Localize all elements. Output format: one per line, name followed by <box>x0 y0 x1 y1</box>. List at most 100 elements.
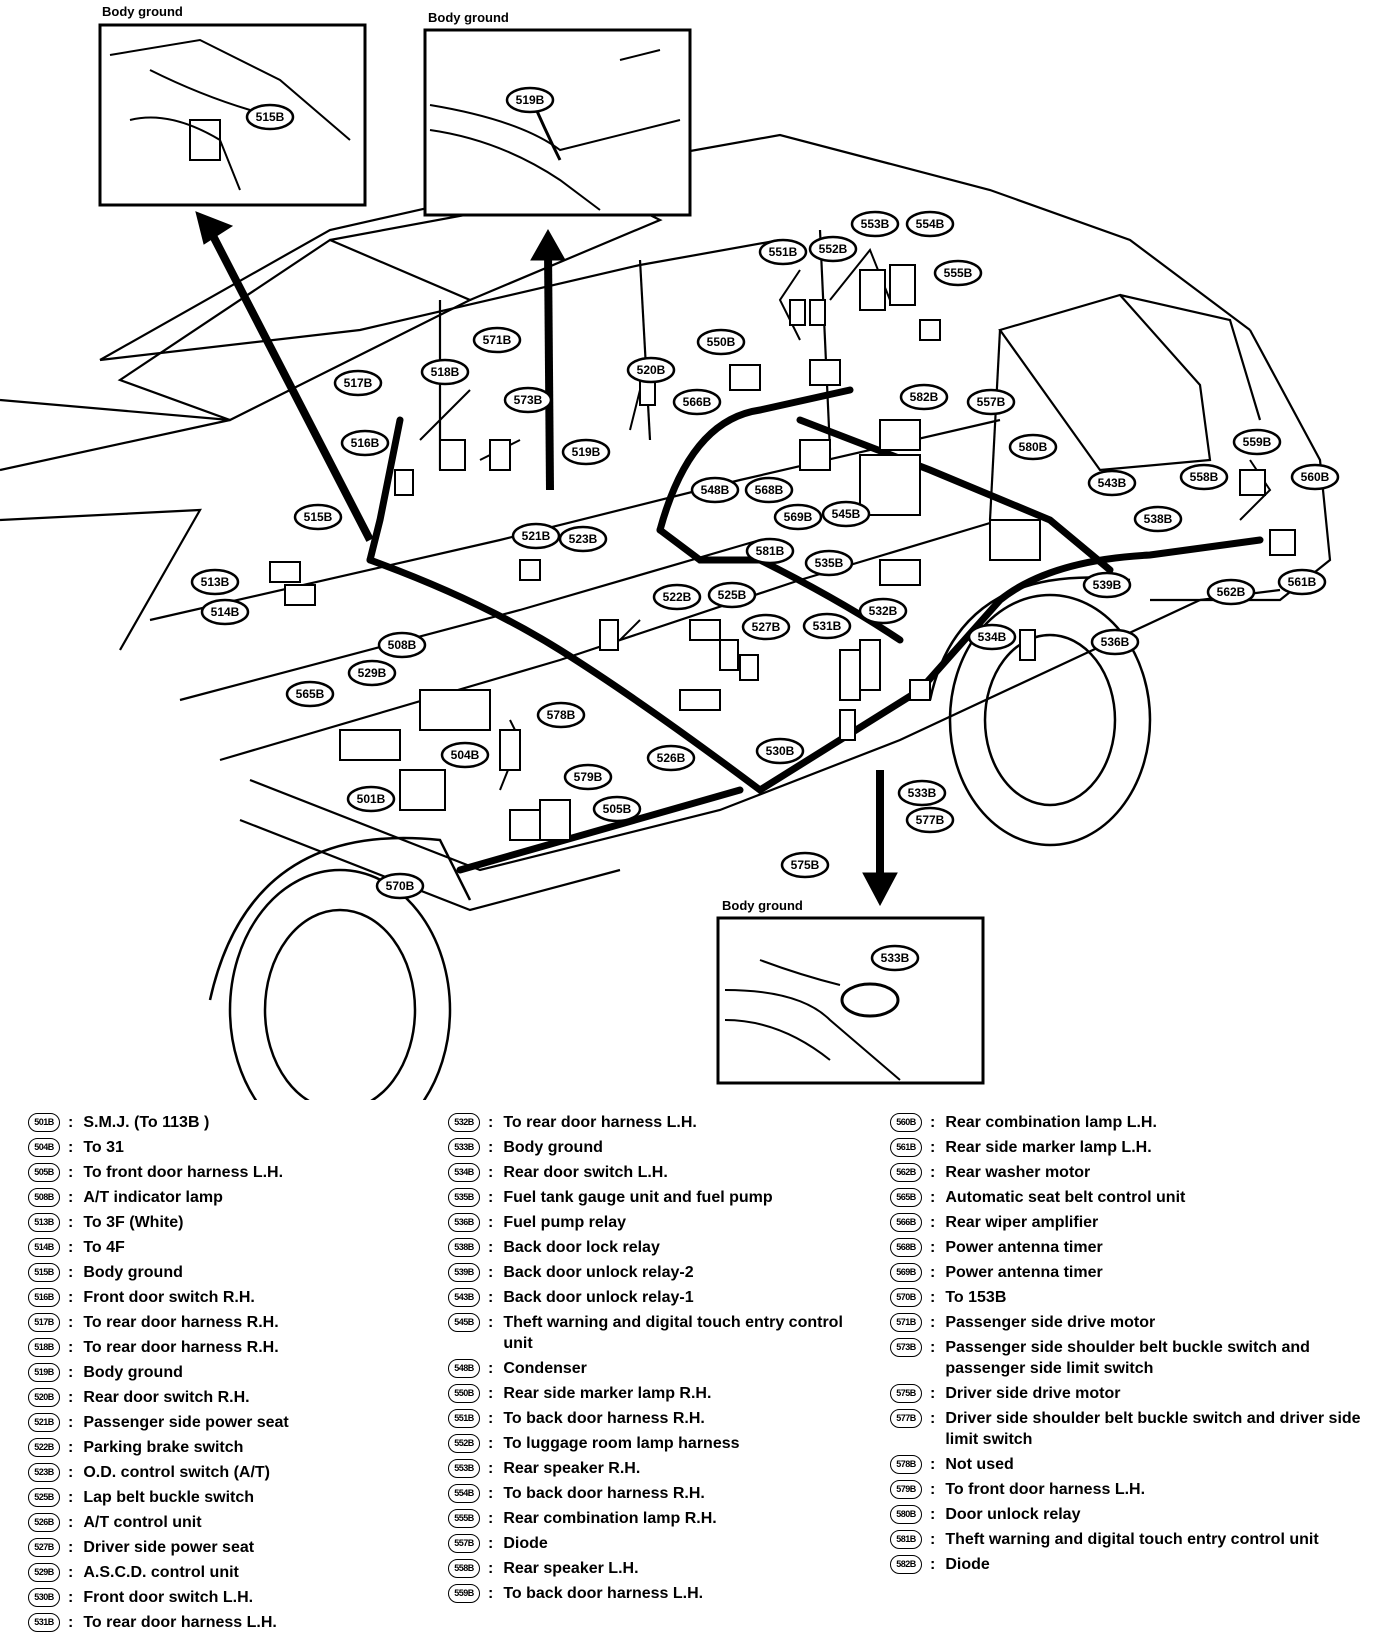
legend-colon: : <box>930 1385 936 1402</box>
inset-body-ground-515b <box>98 23 367 207</box>
callout-label: 562B <box>1217 585 1246 599</box>
legend-code: 571B <box>890 1313 922 1332</box>
callout-531b: 531B <box>802 612 852 640</box>
legend-colon: : <box>930 1481 936 1498</box>
legend-code: 536B <box>448 1213 480 1232</box>
callout-label: 535B <box>815 556 844 570</box>
legend-code: 550B <box>448 1384 480 1403</box>
legend-description: Power antenna timer <box>945 1264 1103 1281</box>
legend-description: Back door lock relay <box>503 1239 660 1256</box>
legend-entry: 529B:A.S.C.D. control unit <box>28 1562 428 1583</box>
callout-561b: 561B <box>1277 568 1327 596</box>
legend-entry: 555B:Rear combination lamp R.H. <box>448 1508 868 1529</box>
legend-colon: : <box>488 1410 494 1427</box>
legend-code: 582B <box>890 1555 922 1574</box>
legend-entry: 521B:Passenger side power seat <box>28 1412 428 1433</box>
legend-code: 530B <box>28 1588 60 1607</box>
legend-colon: : <box>488 1214 494 1231</box>
callout-552b: 552B <box>808 235 858 263</box>
legend-colon: : <box>488 1139 494 1156</box>
callout-label: 522B <box>663 590 692 604</box>
callout-519b: 519B <box>561 438 611 466</box>
legend-code: 573B <box>890 1338 922 1357</box>
callout-label: 504B <box>451 748 480 762</box>
callout-535b: 535B <box>804 549 854 577</box>
legend-entry: 569B:Power antenna timer <box>890 1262 1374 1283</box>
legend-entry: 501B:S.M.J. (To 113B ) <box>28 1112 428 1133</box>
legend-colon: : <box>930 1239 936 1256</box>
legend-description: Rear speaker R.H. <box>503 1460 641 1477</box>
legend-description: Body ground <box>83 1264 183 1281</box>
callout-oval <box>1179 463 1229 491</box>
legend-code: 552B <box>448 1434 480 1453</box>
legend-colon: : <box>68 1114 74 1131</box>
callout-570b: 570B <box>375 872 425 900</box>
legend-code: 505B <box>28 1163 60 1182</box>
inset-callout-533b: 533B <box>870 944 920 972</box>
callout-513b: 513B <box>190 568 240 596</box>
callout-label: 536B <box>1101 635 1130 649</box>
callout-580b: 580B <box>1008 433 1058 461</box>
callout-label: 513B <box>201 575 230 589</box>
legend-code: 531B <box>28 1613 60 1632</box>
legend-entry: 552B:To luggage room lamp harness <box>448 1433 868 1454</box>
legend-colon: : <box>488 1435 494 1452</box>
callout-label: 518B <box>431 365 460 379</box>
callout-565b: 565B <box>285 680 335 708</box>
legend-colon: : <box>488 1510 494 1527</box>
callout-label: 553B <box>861 217 890 231</box>
callout-label: 580B <box>1019 440 1048 454</box>
legend-description: Diode <box>945 1556 990 1573</box>
callout-label: 554B <box>916 217 945 231</box>
inset-arrows <box>195 211 898 907</box>
legend-code: 569B <box>890 1263 922 1282</box>
legend-entry: 559B:To back door harness L.H. <box>448 1583 868 1604</box>
legend-code: 577B <box>890 1409 922 1428</box>
legend-colon: : <box>930 1339 936 1356</box>
callout-label: 557B <box>977 395 1006 409</box>
callout-label: 543B <box>1098 476 1127 490</box>
legend-entry: 526B:A/T control unit <box>28 1512 428 1533</box>
legend-colon: : <box>930 1314 936 1331</box>
callout-label: 551B <box>769 245 798 259</box>
legend-colon: : <box>488 1535 494 1552</box>
legend-entry: 538B:Back door lock relay <box>448 1237 868 1258</box>
callout-label: 565B <box>296 687 325 701</box>
legend-colon: : <box>930 1164 936 1181</box>
callout-label: 552B <box>819 242 848 256</box>
callout-551b: 551B <box>758 238 808 266</box>
callout-oval <box>858 597 908 625</box>
callout-522b: 522B <box>652 583 702 611</box>
callout-label: 521B <box>522 529 551 543</box>
legend-colon: : <box>488 1360 494 1377</box>
legend-description: To rear door harness R.H. <box>83 1339 279 1356</box>
legend-description: To 31 <box>83 1139 124 1156</box>
legend-colon: : <box>68 1414 74 1431</box>
callout-oval <box>646 744 696 772</box>
legend-entry: 545B:Theft warning and digital touch ent… <box>448 1312 868 1354</box>
legend-description: Door unlock relay <box>945 1506 1081 1523</box>
legend-description: Body ground <box>83 1364 183 1381</box>
legend-description: Rear combination lamp R.H. <box>503 1510 717 1527</box>
legend-entry: 531B:To rear door harness L.H. <box>28 1612 428 1633</box>
callout-label: 520B <box>637 363 666 377</box>
inset-body-ground-519b <box>423 28 692 217</box>
legend-entry: 550B:Rear side marker lamp R.H. <box>448 1383 868 1404</box>
callout-554b: 554B <box>905 210 955 238</box>
callout-559b: 559B <box>1232 428 1282 456</box>
legend-description: Rear door switch R.H. <box>83 1389 250 1406</box>
callout-oval <box>558 525 608 553</box>
callout-oval <box>503 386 553 414</box>
legend-colon: : <box>488 1164 494 1181</box>
callout-534b: 534B <box>967 623 1017 651</box>
callout-label: 579B <box>574 770 603 784</box>
callout-532b: 532B <box>858 597 908 625</box>
legend-colon: : <box>68 1564 74 1581</box>
legend-description: To rear door harness R.H. <box>83 1314 279 1331</box>
legend-colon: : <box>930 1214 936 1231</box>
legend-code: 508B <box>28 1188 60 1207</box>
callout-label: 558B <box>1190 470 1219 484</box>
legend-code: 529B <box>28 1563 60 1582</box>
callout-oval <box>440 741 490 769</box>
legend-entry: 534B:Rear door switch L.H. <box>448 1162 868 1183</box>
